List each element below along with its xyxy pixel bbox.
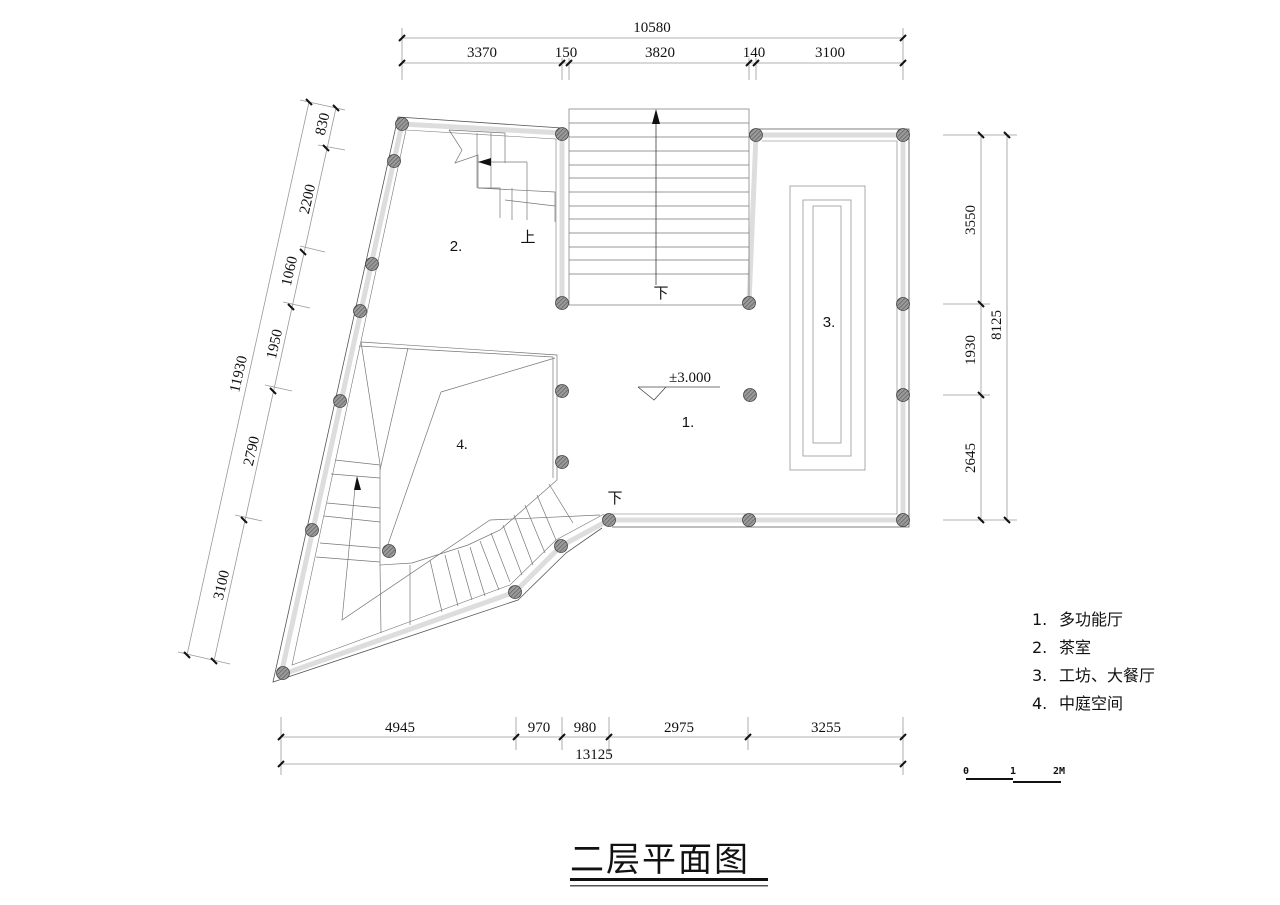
dim-bottom-5: 3255 bbox=[811, 720, 841, 736]
dim-left-5: 2790 bbox=[241, 435, 263, 468]
legend-label: 工坊、大餐厅 bbox=[1059, 666, 1156, 685]
scale-label-0: 0 bbox=[963, 766, 970, 777]
dim-left-3: 1060 bbox=[279, 255, 301, 288]
dim-left-total: 11930 bbox=[227, 354, 251, 394]
dim-right-1: 3550 bbox=[963, 205, 979, 235]
dim-top-3: 3820 bbox=[645, 45, 675, 61]
dim-right-2: 1930 bbox=[963, 335, 979, 365]
small-stair-arrow-icon bbox=[478, 158, 491, 166]
atrium-void bbox=[315, 341, 601, 634]
title-underline bbox=[570, 878, 768, 887]
small-stair bbox=[448, 129, 556, 222]
dim-top-2: 150 bbox=[555, 45, 578, 61]
dim-right-total: 8125 bbox=[989, 310, 1005, 340]
legend-num: 1. bbox=[1032, 610, 1048, 629]
left-dimension-ticks bbox=[183, 98, 340, 665]
stair-label-down-curved: 下 bbox=[607, 489, 622, 507]
dim-top-5: 3100 bbox=[815, 45, 845, 61]
legend-item: 3. 工坊、大餐厅 bbox=[1032, 662, 1155, 690]
right-dimension-ticks bbox=[977, 131, 1011, 524]
dim-left-1: 830 bbox=[313, 111, 334, 137]
left-dimension-chain bbox=[177, 99, 346, 665]
legend-label: 茶室 bbox=[1059, 638, 1092, 657]
legend-label: 中庭空间 bbox=[1059, 694, 1124, 713]
stair-label-up: 上 bbox=[520, 228, 535, 246]
structural-columns bbox=[276, 117, 910, 680]
drawing-title: 二层平面图 bbox=[570, 840, 750, 880]
room-label-4: 4. bbox=[456, 437, 467, 453]
scale-label-2m: 2M bbox=[1053, 766, 1066, 777]
legend-item: 2. 茶室 bbox=[1032, 634, 1155, 662]
dim-bottom-1: 4945 bbox=[385, 720, 415, 736]
dim-bottom-total: 13125 bbox=[575, 747, 613, 763]
bottom-dimension-ticks bbox=[277, 733, 907, 768]
right-dimension-chain bbox=[943, 134, 1017, 522]
legend-item: 1. 多功能厅 bbox=[1032, 606, 1155, 634]
dim-bottom-3: 980 bbox=[574, 720, 597, 736]
dim-right-3: 2645 bbox=[963, 443, 979, 473]
legend-label: 多功能厅 bbox=[1059, 610, 1124, 629]
legend-item: 4. 中庭空间 bbox=[1032, 690, 1155, 718]
dim-bottom-4: 2975 bbox=[664, 720, 694, 736]
room-label-1: 1. bbox=[682, 414, 695, 431]
atrium-stair-arrow-icon bbox=[354, 476, 361, 490]
elevation-marker bbox=[637, 386, 720, 401]
dim-bottom-2: 970 bbox=[528, 720, 551, 736]
exterior-walls bbox=[272, 116, 910, 683]
dim-top-total: 10580 bbox=[633, 20, 671, 36]
scale-label-1: 1 bbox=[1010, 766, 1017, 777]
main-stair bbox=[568, 108, 750, 306]
room3-recess-frames bbox=[789, 185, 866, 471]
dim-left-6: 3100 bbox=[211, 569, 233, 602]
stair-label-down-main: 下 bbox=[653, 284, 668, 302]
scale-bar bbox=[966, 778, 1061, 783]
bottom-dimension-chain bbox=[280, 717, 904, 775]
top-dimension-ticks bbox=[398, 34, 907, 67]
dim-left-2: 2200 bbox=[297, 183, 319, 216]
elevation-label: ±3.000 bbox=[669, 370, 711, 386]
dim-top-1: 3370 bbox=[467, 45, 497, 61]
legend-num: 3. bbox=[1032, 666, 1048, 685]
room-legend: 1. 多功能厅 2. 茶室 3. 工坊、大餐厅 4. 中庭空间 bbox=[1032, 606, 1155, 718]
room-label-2: 2. bbox=[450, 238, 463, 255]
dim-left-4: 1950 bbox=[264, 328, 286, 361]
stair-arrow-icon bbox=[652, 109, 660, 124]
room-label-3: 3. bbox=[823, 314, 836, 331]
dim-top-4: 140 bbox=[743, 45, 766, 61]
legend-num: 4. bbox=[1032, 694, 1048, 713]
legend-num: 2. bbox=[1032, 638, 1048, 657]
